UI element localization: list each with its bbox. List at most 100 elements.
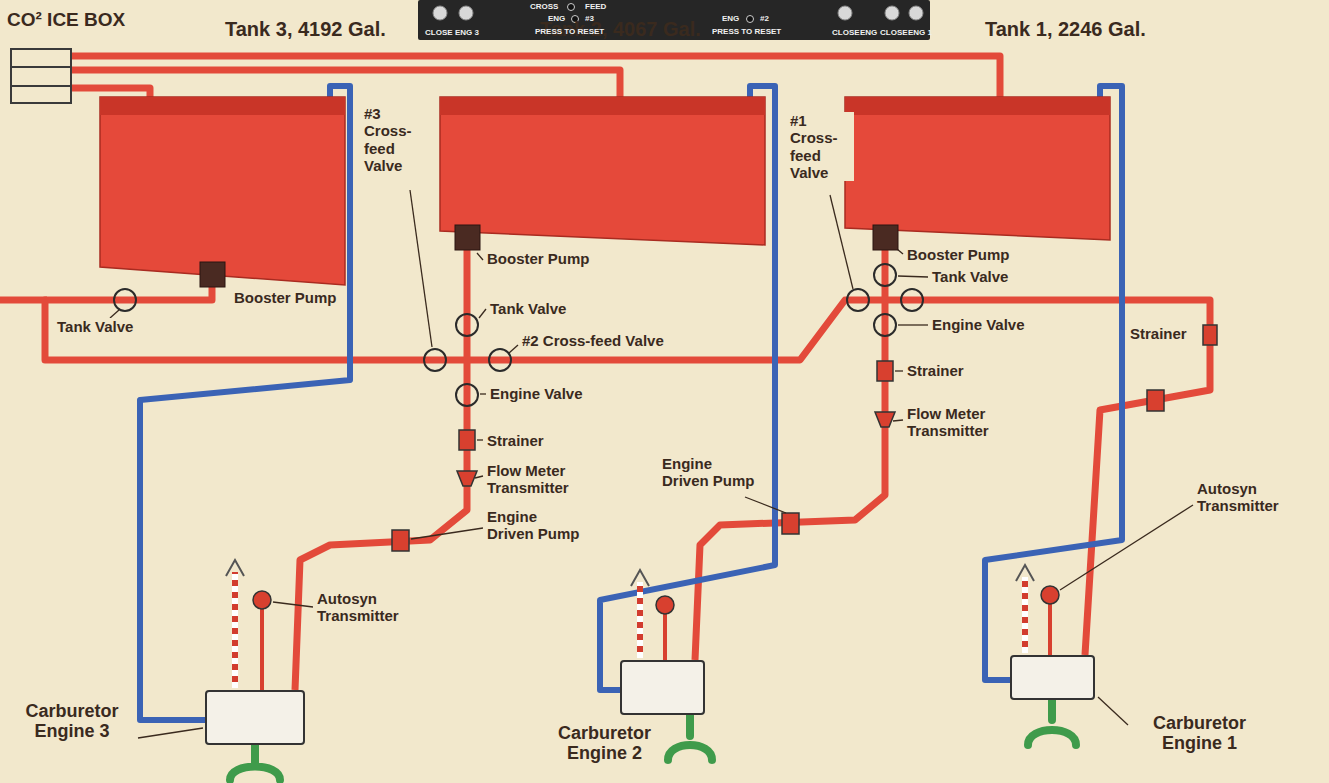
valve (901, 289, 923, 311)
tank-shell (100, 97, 345, 285)
engine-valve (456, 384, 478, 406)
intake-manifold (668, 715, 712, 760)
panel-label: CROSS (530, 3, 558, 11)
part-label: Strainer (905, 362, 966, 379)
exhaust-pipe (637, 582, 643, 658)
tank-valve (456, 314, 478, 336)
exhaust-pipe (1022, 577, 1028, 653)
ice-box: CO² ICE BOX (10, 48, 72, 104)
tank-shell (845, 97, 1110, 240)
ice-box-shelf (10, 85, 72, 87)
fuel-tank: Tank 2, 4067 Gal. (440, 97, 765, 245)
fuel-line (695, 240, 885, 660)
exhaust-stripe (1022, 577, 1028, 653)
fuel-line (45, 285, 1210, 655)
exhaust-pipe (232, 572, 238, 688)
indicator-light (747, 16, 754, 23)
engine-driven-pump (1147, 390, 1164, 411)
toggle-switch (885, 6, 899, 20)
part-label: Strainer (1128, 325, 1189, 342)
autosyn-transmitter (1041, 586, 1059, 604)
exhaust-stripe (637, 582, 643, 658)
panel-label: PRESS TO RESET (535, 28, 604, 36)
part-label: Autosyn Transmitter (1195, 480, 1314, 515)
autosyn-stem (663, 614, 667, 660)
panel-label: CLOSE (425, 29, 453, 37)
part-label: #1 Cross-feed Valve (788, 112, 854, 181)
carburetor-label: Carburetor Engine 3 (7, 702, 137, 742)
booster-pump (200, 262, 225, 287)
tank-body (845, 97, 1110, 240)
toggle-switch (459, 6, 473, 20)
panel-label: PRESS TO RESET (712, 28, 781, 36)
fuel-tank: Tank 1, 2246 Gal. (845, 97, 1110, 240)
leader-line (475, 476, 483, 478)
part-label: Tank Valve (930, 268, 1010, 285)
panel-label: #3 (585, 15, 594, 23)
tank-shell (440, 97, 765, 245)
autosyn-transmitter (253, 591, 271, 609)
cross-feed-valve (847, 289, 869, 311)
part-label: Engine Valve (930, 316, 1027, 333)
fuel-line-stub (0, 297, 47, 304)
part-label: Autosyn Transmitter (315, 590, 424, 625)
fuel-line (295, 245, 467, 690)
toggle-switch (838, 6, 852, 20)
engine-driven-pump (392, 530, 409, 551)
part-label: Engine Driven Pump (660, 455, 764, 490)
part-label: #2 Cross-feed Valve (520, 332, 666, 349)
tank-valve (874, 264, 896, 286)
tank-top-band (845, 97, 1110, 115)
leader-line (480, 393, 486, 394)
leader-line (411, 528, 483, 539)
leader-line (898, 324, 928, 325)
exhaust-arrow (226, 560, 244, 576)
leader-line (1060, 505, 1193, 590)
leader-line (898, 276, 928, 277)
panel-label: #2 (760, 15, 769, 23)
leader-line (410, 190, 432, 347)
part-label: Engine Driven Pump (485, 508, 589, 543)
autosyn-stem (1048, 604, 1052, 655)
autosyn-transmitter (656, 596, 674, 614)
fuel-line (72, 56, 1000, 97)
part-label: Strainer (485, 432, 546, 449)
part-label: Booster Pump (485, 250, 592, 267)
panel-label: ENG 1 (908, 29, 932, 37)
intake-manifold (1028, 700, 1076, 745)
part-label: Tank Valve (55, 318, 135, 335)
strainer (459, 430, 475, 450)
fuel-tank: Tank 3, 4192 Gal. (100, 97, 345, 285)
carburetor-label: Carburetor Engine 1 (1132, 714, 1267, 754)
part-label: Flow Meter Transmitter (905, 405, 1009, 440)
tank-heading: Tank 3, 4192 Gal. (225, 18, 386, 40)
tank-body (100, 97, 345, 285)
leader-line (138, 728, 203, 738)
leader-line (477, 253, 483, 260)
panel-label: ENG (722, 15, 739, 23)
indicator-light (568, 4, 575, 11)
carburetor: Carburetor Engine 1 (1010, 655, 1095, 700)
autosyn-stem (260, 609, 264, 690)
cross-feed-valve (489, 349, 511, 371)
toggle-switch (433, 6, 447, 20)
carburetor: Carburetor Engine 2 (620, 660, 705, 715)
box-label: CO² ICE BOX (7, 10, 125, 31)
flow-meter-transmitter (457, 471, 477, 486)
exhaust-arrow (1016, 565, 1034, 581)
tank-valve (114, 289, 136, 311)
panel-label: ENG (860, 29, 877, 37)
engine-driven-pump (782, 513, 799, 534)
part-label: #3 Cross-feed Valve (362, 105, 428, 174)
leader-line (745, 497, 786, 513)
flow-meter-transmitter (875, 412, 895, 427)
panel-label: ENG (548, 15, 565, 23)
panel-label: ENG 3 (455, 29, 479, 37)
carburetor-label: Carburetor Engine 2 (547, 724, 662, 764)
leader-line (509, 345, 518, 353)
panel-label: FEED (585, 3, 606, 11)
leader-line (273, 602, 313, 607)
